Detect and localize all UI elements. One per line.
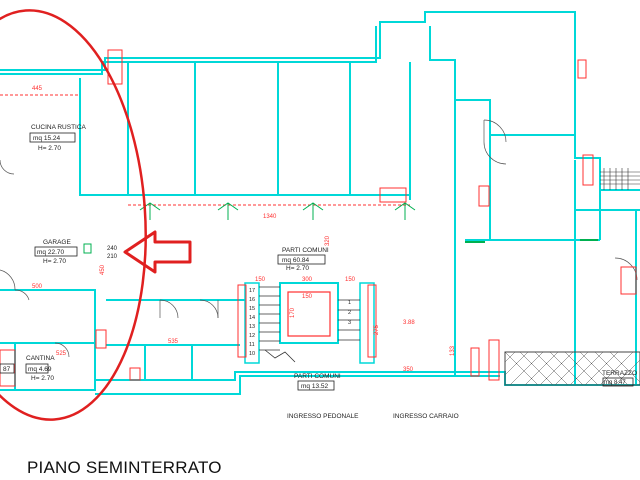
dim-133: 133 bbox=[450, 345, 456, 356]
dim-350: 350 bbox=[403, 367, 414, 373]
room-terrazzo-name: TERRAZZO bbox=[602, 370, 637, 377]
room-garage-area: mq 22.70 bbox=[37, 249, 64, 256]
door-swings bbox=[0, 119, 638, 358]
room-parti-comuni-name: PARTI COMUNI bbox=[282, 247, 329, 254]
stair-step-number: 2 bbox=[348, 310, 351, 316]
dim-320: 320 bbox=[325, 235, 331, 246]
highlight-ellipse bbox=[0, 9, 147, 421]
dim-275: 275 bbox=[374, 324, 380, 335]
highlight-arrow bbox=[123, 230, 192, 274]
dim-1340: 1340 bbox=[263, 214, 277, 220]
sheet-title: PIANO SEMINTERRATO bbox=[27, 458, 222, 477]
area-boxes bbox=[0, 132, 634, 391]
staircase bbox=[244, 282, 375, 364]
room-cucina-height: H= 2.70 bbox=[38, 145, 61, 152]
dim-450: 450 bbox=[100, 264, 106, 275]
dim-3-88: 3.88 bbox=[403, 320, 415, 326]
stair-step-number: 10 bbox=[249, 351, 255, 357]
wall-openings bbox=[0, 49, 637, 387]
dim-150-a: 150 bbox=[255, 277, 266, 283]
room-terrazzo-area: mq 8.47 bbox=[604, 380, 626, 386]
stair-step-number: 13 bbox=[249, 324, 255, 330]
level-tags bbox=[83, 239, 598, 254]
dim-445: 445 bbox=[32, 86, 43, 92]
room-parti-comuni-area: mq 60.84 bbox=[282, 257, 309, 264]
room-garage-name: GARAGE bbox=[43, 239, 71, 246]
room-parti-comuni-2-name: PARTI COMUNI bbox=[294, 373, 341, 380]
stair-step-number: 14 bbox=[249, 315, 255, 321]
dim-500: 500 bbox=[32, 284, 43, 290]
label-ingresso-pedonale: INGRESSO PEDONALE bbox=[287, 413, 359, 420]
room-cantina-height: H= 2.70 bbox=[31, 375, 54, 382]
terrace-hatch bbox=[504, 351, 640, 386]
room-cantina-area: mq 4.69 bbox=[28, 366, 52, 373]
dim-525: 525 bbox=[56, 351, 67, 357]
dim-170: 170 bbox=[290, 307, 296, 318]
stair-step-number: 17 bbox=[249, 288, 255, 294]
stair-step-number: 11 bbox=[249, 342, 255, 348]
east-stair bbox=[600, 168, 640, 190]
dimension-labels: 445 1340 500 525 535 240 210 450 150 300… bbox=[32, 86, 456, 373]
dim-240: 240 bbox=[107, 246, 118, 252]
room-parti-comuni-height: H= 2.70 bbox=[286, 265, 309, 272]
label-ingresso-carraio: INGRESSO CARRAIO bbox=[393, 413, 459, 420]
section-markers bbox=[139, 202, 416, 220]
stair-step-number: 1 bbox=[348, 300, 351, 306]
room-cucina-name: CUCINA RUSTICA bbox=[31, 124, 87, 131]
dim-210: 210 bbox=[107, 254, 118, 260]
room-cantina-name: CANTINA bbox=[26, 355, 55, 362]
room-labels: CUCINA RUSTICA mq 15.24 H= 2.70 GARAGE m… bbox=[3, 124, 637, 420]
room-cucina-area: mq 15.24 bbox=[33, 135, 60, 142]
room-left-stub-area: 87 bbox=[3, 366, 11, 373]
stair-step-number: 12 bbox=[249, 333, 255, 339]
dim-150-b: 150 bbox=[345, 277, 356, 283]
stair-step-number: 3 bbox=[348, 320, 351, 326]
stair-step-number: 15 bbox=[249, 306, 255, 312]
dim-535: 535 bbox=[168, 339, 179, 345]
dim-300: 300 bbox=[302, 277, 313, 283]
room-garage-height: H= 2.70 bbox=[43, 258, 66, 265]
stair-step-number: 16 bbox=[249, 297, 255, 303]
room-parti-comuni-2-area: mq 13.52 bbox=[301, 383, 328, 390]
dim-150-c: 150 bbox=[302, 294, 313, 300]
